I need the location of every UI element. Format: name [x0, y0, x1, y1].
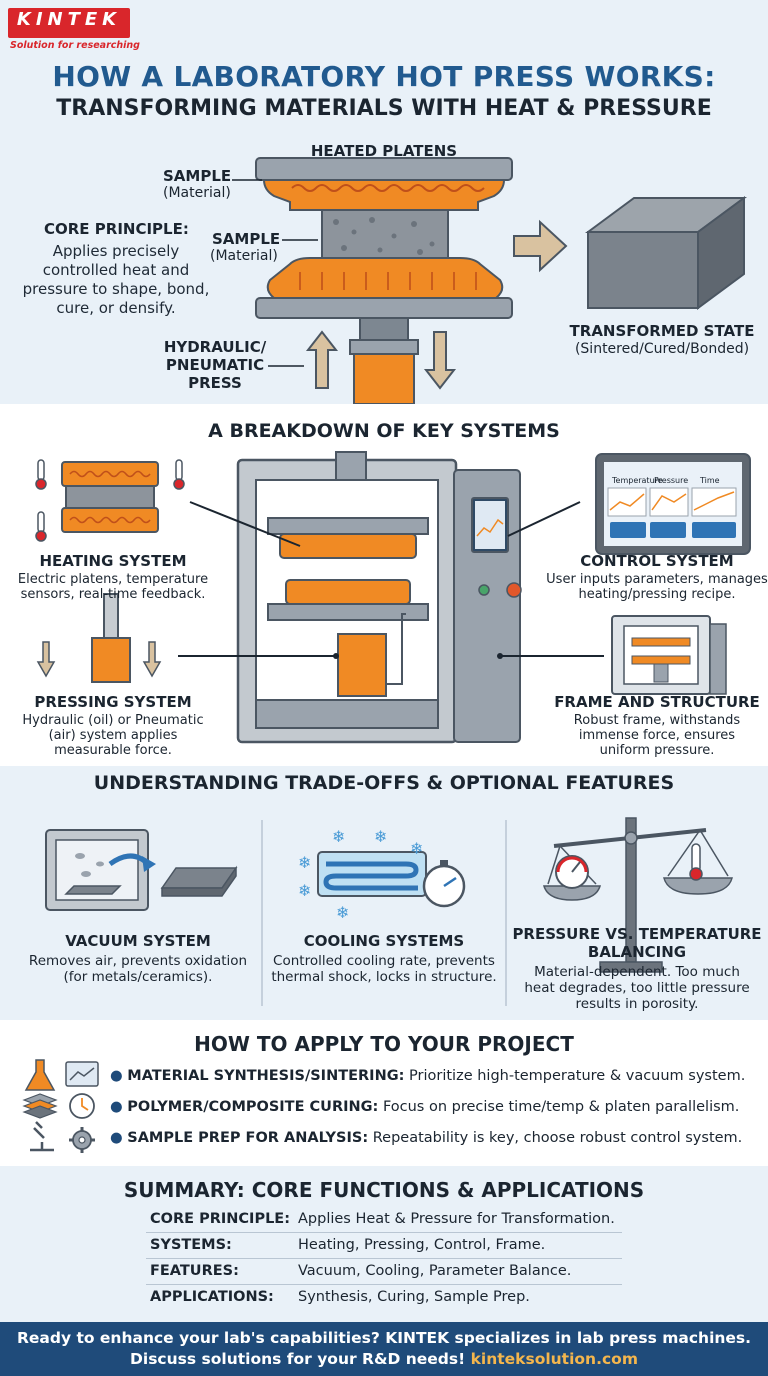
control-system-label: CONTROL SYSTEM [580, 552, 734, 570]
table-row: CORE PRINCIPLE:Applies Heat & Pressure f… [146, 1206, 622, 1233]
svg-text:❄: ❄ [374, 827, 387, 846]
sample-top-label: SAMPLE [163, 167, 232, 185]
table-row: APPLICATIONS:Synthesis, Curing, Sample P… [150, 1289, 530, 1306]
press-label: HYDRAULIC/ PNEUMATIC PRESS [163, 338, 267, 392]
summary-table: CORE PRINCIPLE:Applies Heat & Pressure f… [146, 1206, 622, 1310]
transformed-note: (Sintered/Cured/Bonded) [574, 341, 750, 357]
systems-diagram [35, 451, 751, 744]
apply-item-3: ● SAMPLE PREP FOR ANALYSIS: Repeatabilit… [110, 1130, 743, 1146]
apply-title: HOW TO APPLY TO YOUR PROJECT [194, 1032, 574, 1056]
heating-system-label: HEATING SYSTEM [39, 552, 187, 570]
svg-text:❄: ❄ [336, 903, 349, 922]
heated-platens-label: HEATED PLATENS [310, 142, 458, 160]
logo-name: KINTEK [16, 9, 122, 30]
page-title: HOW A LABORATORY HOT PRESS WORKS: [52, 60, 716, 93]
vacuum-text: Removes air, prevents oxidation(for meta… [28, 953, 248, 985]
logo[interactable] [8, 8, 130, 38]
core-principle-label: CORE PRINCIPLE: [44, 220, 189, 238]
pressing-system-label: PRESSING SYSTEM [34, 693, 192, 711]
svg-text:❄: ❄ [298, 881, 311, 900]
apply-item-1: ● MATERIAL SYNTHESIS/SINTERING: Prioriti… [110, 1068, 746, 1084]
hot-press-diagram [232, 157, 748, 404]
footer-link[interactable]: kinteksolution.com [470, 1350, 638, 1368]
footer-banner [0, 1322, 768, 1376]
transformed-label: TRANSFORMED STATE [569, 322, 755, 340]
svg-text:❄: ❄ [332, 827, 345, 846]
table-row: FEATURES:Vacuum, Cooling, Parameter Bala… [146, 1258, 622, 1285]
apply-icons [22, 1059, 99, 1153]
table-row: SYSTEMS:Heating, Pressing, Control, Fram… [146, 1232, 622, 1259]
logo-tagline: Solution for researching [10, 40, 140, 51]
vacuum-label: VACUUM SYSTEM [65, 932, 211, 950]
tradeoffs-icons: ❄ ❄ ❄ ❄ ❄ ❄ [45, 817, 733, 1006]
page-subtitle: TRANSFORMING MATERIALS WITH HEAT & PRESS… [56, 96, 712, 121]
tradeoffs-title: UNDERSTANDING TRADE-OFFS & OPTIONAL FEAT… [93, 772, 675, 794]
svg-text:❄: ❄ [298, 853, 311, 872]
frame-label: FRAME AND STRUCTURE [554, 693, 760, 711]
footer-text: Ready to enhance your lab's capabilities… [16, 1329, 752, 1368]
pressing-system-text: Hydraulic (oil) or Pneumatic(air) system… [22, 713, 204, 758]
systems-title: A BREAKDOWN OF KEY SYSTEMS [208, 420, 560, 442]
core-principle-text: Applies precisely controlled heat and pr… [22, 242, 210, 317]
sample-mid-note: (Material) [210, 248, 278, 264]
sample-mid-label: SAMPLE [212, 230, 281, 248]
apply-item-2: ● POLYMER/COMPOSITE CURING: Focus on pre… [110, 1099, 740, 1115]
sample-top-note: (Material) [163, 185, 231, 201]
summary-title: SUMMARY: CORE FUNCTIONS & APPLICATIONS [123, 1178, 645, 1202]
svg-text:❄: ❄ [410, 839, 423, 858]
cooling-label: COOLING SYSTEMS [303, 932, 465, 950]
apply-section [0, 1020, 768, 1166]
